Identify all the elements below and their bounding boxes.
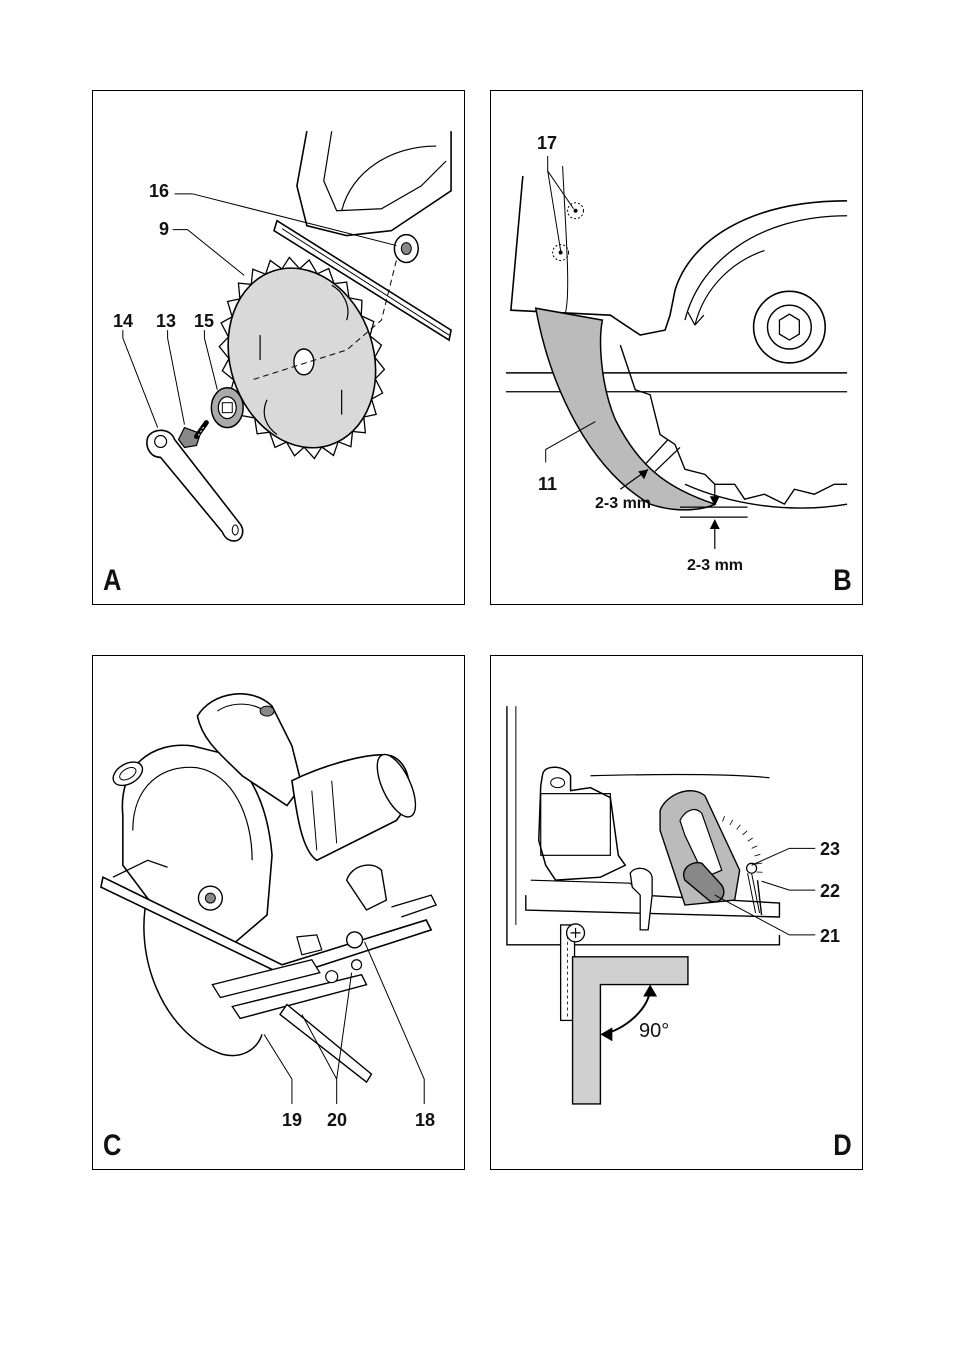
scale-tick	[755, 854, 761, 856]
callout-13: 13	[156, 311, 176, 332]
angle-label: 90°	[639, 1020, 669, 1043]
wrench-icon	[147, 430, 243, 541]
callout-21: 21	[820, 926, 840, 947]
circular-saw-icon	[101, 694, 436, 1082]
callout-14: 14	[113, 311, 133, 332]
flange-washer-icon	[211, 388, 243, 428]
scale-tick	[752, 846, 757, 848]
panel-d-drawing	[491, 656, 862, 1169]
dimension-bottom-gap: 2-3 mm	[687, 557, 743, 575]
lower-guard-icon	[536, 308, 715, 510]
figure-panel-b: 17 11 2-3 mm 2-3 mm B	[490, 90, 863, 605]
scale-tick	[723, 816, 725, 822]
hex-bolt-icon	[754, 291, 826, 363]
callout-18: 18	[415, 1110, 435, 1131]
panel-c-drawing	[93, 656, 464, 1169]
callout-19: 19	[282, 1110, 302, 1131]
callout-20: 20	[327, 1110, 347, 1131]
panel-letter-b: B	[834, 564, 852, 598]
panel-letter-d: D	[834, 1129, 852, 1163]
panel-a-drawing	[93, 91, 464, 604]
callout-23: 23	[820, 839, 840, 860]
figure-panel-d: 23 22 21 90° D	[490, 655, 863, 1170]
callout-15: 15	[194, 311, 214, 332]
callout-17: 17	[537, 133, 557, 154]
dimension-guard-gap: 2-3 mm	[595, 495, 651, 513]
scale-tick	[748, 838, 753, 841]
panel-letter-c: C	[103, 1129, 121, 1163]
panel-letter-a: A	[103, 564, 121, 598]
figure-panel-a: 16 9 14 13 15 A	[92, 90, 465, 605]
callout-11: 11	[538, 474, 557, 495]
bolt-icon	[179, 423, 207, 448]
saw-front-view-icon	[507, 706, 780, 1104]
panel-b-drawing	[491, 91, 862, 604]
scale-tick	[737, 825, 741, 830]
callout-16: 16	[149, 181, 169, 202]
callout-22: 22	[820, 881, 840, 902]
scale-tick	[743, 831, 747, 835]
figure-panel-c: 19 20 18 C	[92, 655, 465, 1170]
scale-tick	[730, 820, 733, 825]
callout-9: 9	[159, 219, 169, 240]
try-square-icon	[573, 957, 688, 1104]
